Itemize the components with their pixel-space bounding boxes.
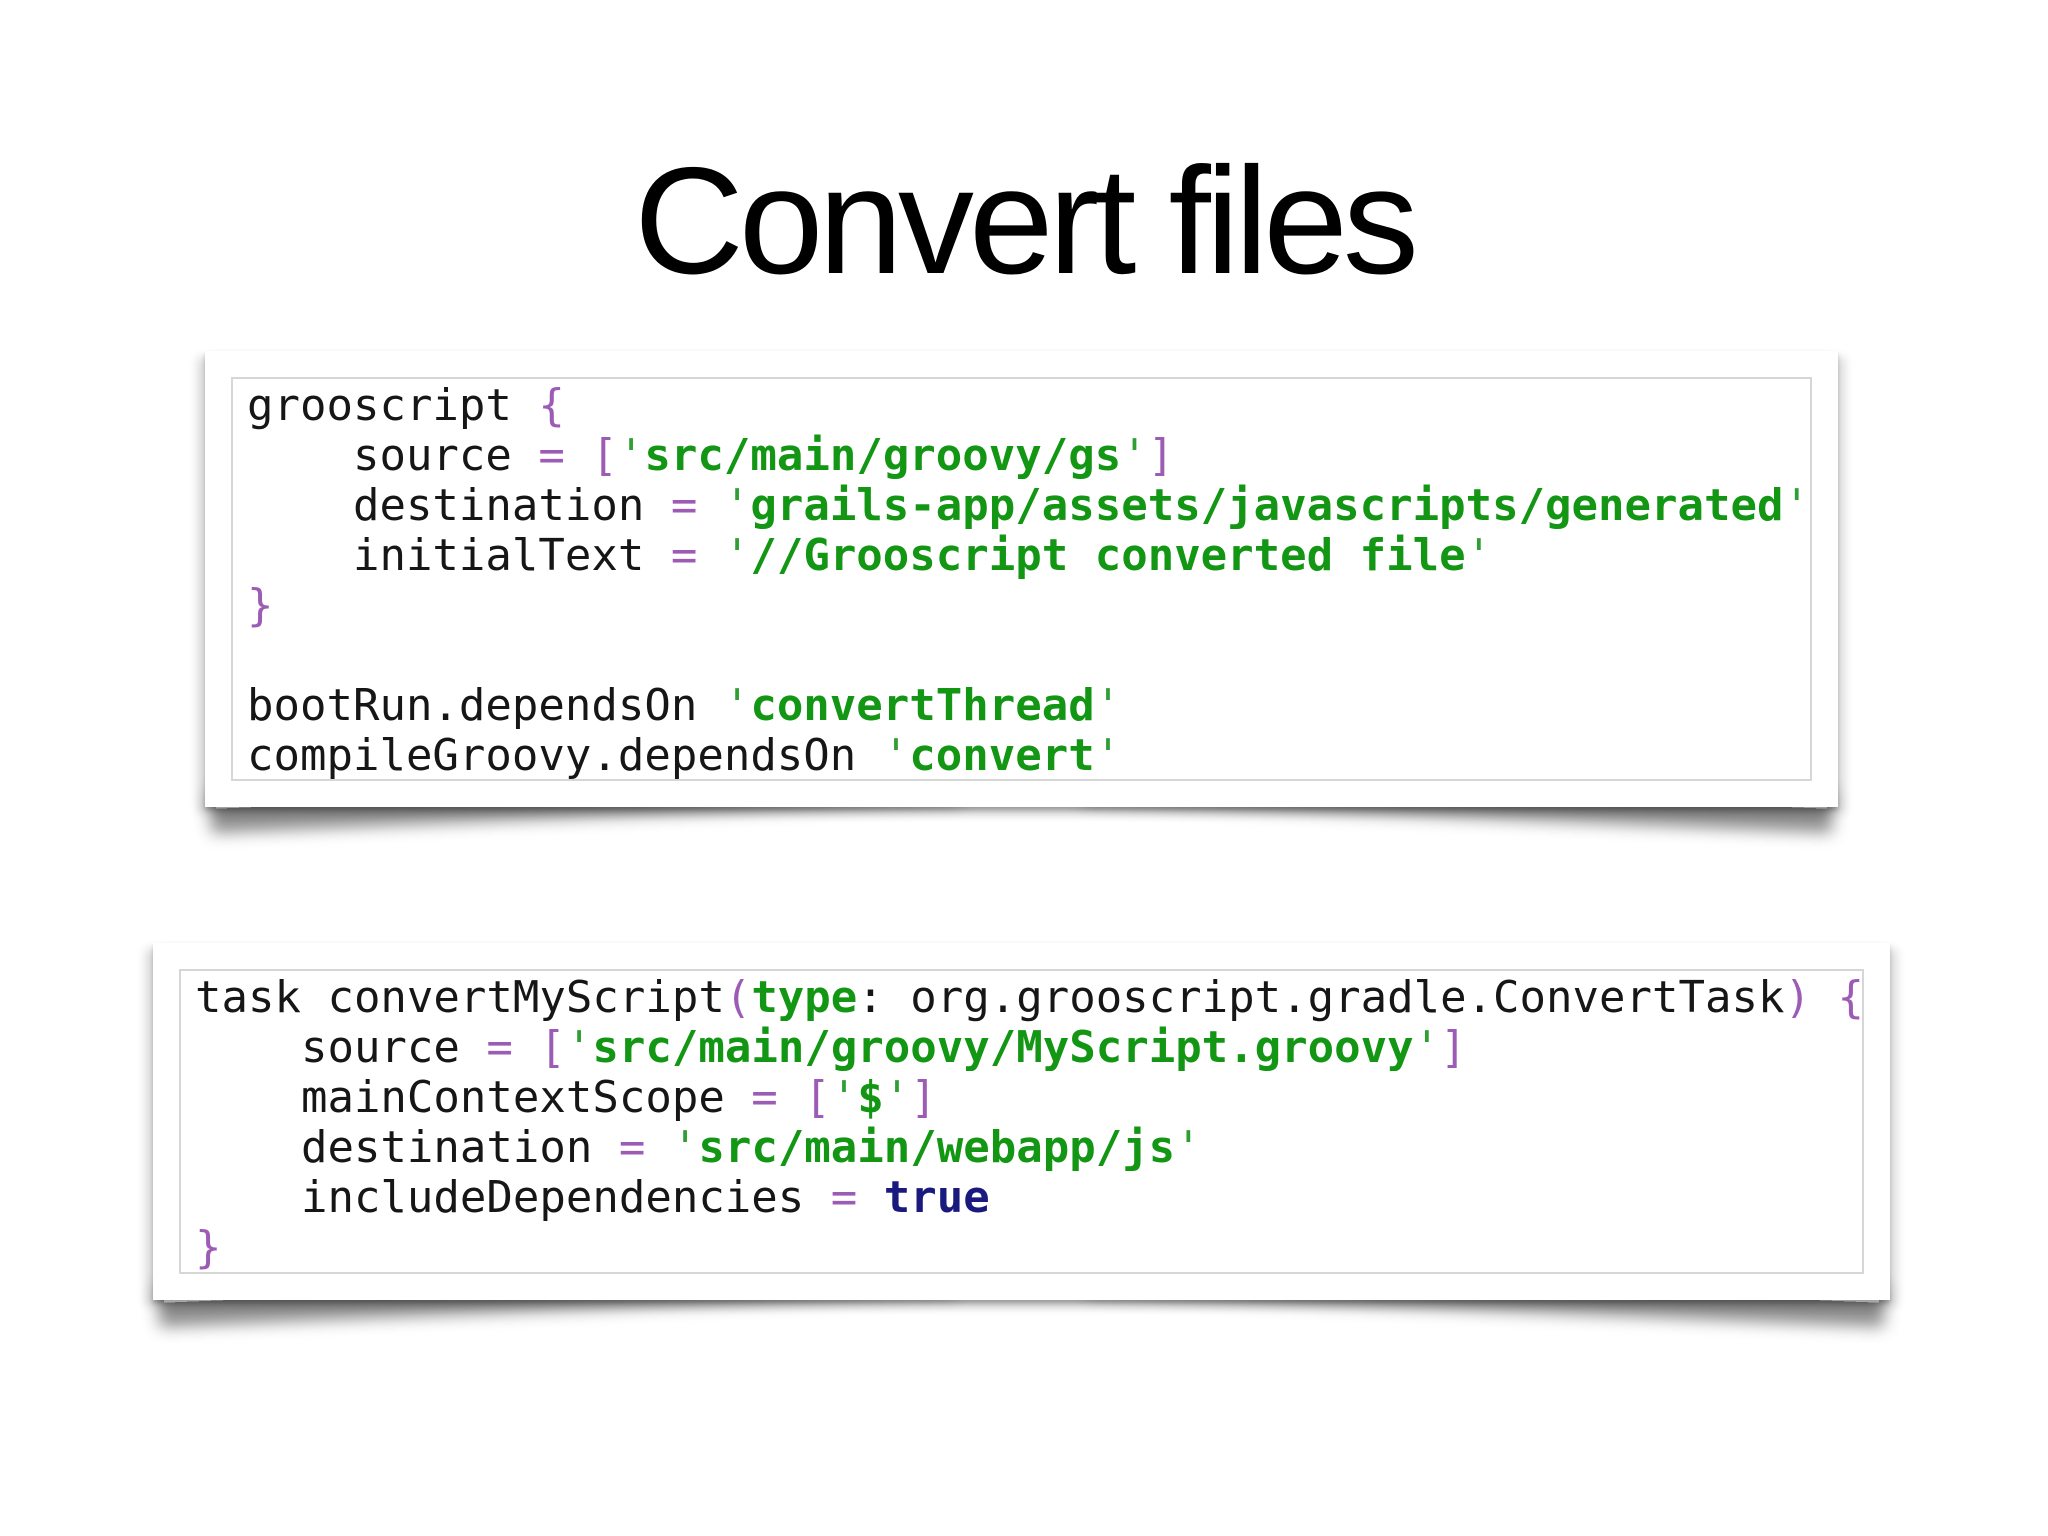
code-segment-strq: ' xyxy=(1413,1022,1441,1073)
code-segment-plain: destination xyxy=(247,480,671,531)
code-segment-sym: = xyxy=(670,530,698,581)
code-line xyxy=(247,631,1796,681)
code-line: grooscript { xyxy=(247,381,1796,431)
code-segment-sym: [ xyxy=(539,1022,566,1073)
code-segment-plain: task convertMyScript xyxy=(195,972,725,1023)
code-segment-strq: ' xyxy=(671,1122,699,1173)
code-segment-sym: ] xyxy=(910,1072,937,1123)
code-line: source = ['src/main/groovy/gs'] xyxy=(247,431,1796,481)
code-segment-strq: ' xyxy=(1783,480,1810,531)
code-segment-str: $ xyxy=(857,1072,884,1123)
code-segment-sym: ) xyxy=(1784,972,1811,1023)
code-segment-sym: = xyxy=(618,1122,646,1173)
code-segment-strq: ' xyxy=(1121,430,1148,481)
code-segment-plain: destination xyxy=(195,1122,619,1173)
code-segment-sym: [ xyxy=(804,1072,831,1123)
code-line: source = ['src/main/groovy/MyScript.groo… xyxy=(195,1023,1848,1073)
code-segment-kw: type xyxy=(751,972,858,1023)
code-line: mainContextScope = ['$'] xyxy=(195,1073,1848,1123)
code-segment-plain: grooscript xyxy=(247,380,539,431)
code-block-convert-task: task convertMyScript(type: org.grooscrip… xyxy=(179,969,1864,1274)
code-segment-sym: = xyxy=(670,480,698,531)
code-segment-strq: ' xyxy=(723,480,751,531)
code-segment-str: src/main/groovy/MyScript.groovy xyxy=(592,1022,1414,1073)
code-segment-strq: ' xyxy=(723,530,751,581)
code-segment-sym: [ xyxy=(591,430,618,481)
code-segment-strq: ' xyxy=(565,1022,593,1073)
code-segment-plain xyxy=(697,530,724,581)
code-segment-sym: } xyxy=(195,1222,222,1273)
code-segment-str: convert xyxy=(909,730,1095,781)
code-segment-plain xyxy=(778,1072,805,1123)
code-segment-sym: = xyxy=(538,430,565,481)
code-segment-plain xyxy=(645,1122,672,1173)
code-segment-sym: = xyxy=(751,1072,778,1123)
code-segment-sym: ( xyxy=(724,972,752,1023)
code-segment-plain: source xyxy=(195,1022,487,1073)
code-segment-plain: compileGroovy.dependsOn xyxy=(247,730,883,781)
code-card-grooscript-config: grooscript { source = ['src/main/groovy/… xyxy=(205,351,1838,807)
code-line: destination = 'grails-app/assets/javascr… xyxy=(247,480,1810,531)
code-segment-plain xyxy=(565,430,592,481)
code-segment-sym: ] xyxy=(1440,1022,1467,1073)
code-segment-strq: ' xyxy=(883,1072,911,1123)
code-segment-str: grails-app/assets/javascripts/generated xyxy=(750,480,1784,531)
code-segment-strq: ' xyxy=(723,680,751,731)
code-card-convert-task: task convertMyScript(type: org.grooscrip… xyxy=(153,943,1890,1300)
code-line: compileGroovy.dependsOn 'convert' xyxy=(247,730,1796,781)
code-segment-plain xyxy=(513,1022,540,1073)
code-line: bootRun.dependsOn 'convertThread' xyxy=(247,681,1796,731)
code-segment-plain: mainContextScope xyxy=(195,1072,752,1123)
code-segment-plain xyxy=(1811,972,1838,1023)
code-segment-strq: ' xyxy=(882,730,910,781)
code-segment-sym: = xyxy=(486,1022,513,1073)
code-segment-plain: source xyxy=(247,430,539,481)
code-line: initialText = '//Grooscript converted fi… xyxy=(247,531,1796,581)
code-segment-sym: } xyxy=(247,580,274,631)
code-segment-sym: { xyxy=(538,380,565,431)
code-line: } xyxy=(247,581,1796,631)
code-segment-strq: ' xyxy=(1094,730,1122,781)
code-segment-plain: initialText xyxy=(247,530,671,581)
code-segment-plain: : org.grooscript.gradle.ConvertTask xyxy=(857,972,1785,1023)
code-segment-plain: includeDependencies xyxy=(195,1172,831,1223)
page-title: Convert files xyxy=(634,136,1419,306)
code-line: } xyxy=(195,1223,1848,1273)
code-segment-strq: ' xyxy=(1175,1122,1202,1173)
code-segment-strq: ' xyxy=(1465,530,1493,581)
code-block-grooscript-config: grooscript { source = ['src/main/groovy/… xyxy=(231,377,1812,781)
code-line: destination = 'src/main/webapp/js' xyxy=(195,1123,1848,1173)
code-segment-sym: = xyxy=(830,1172,858,1223)
code-segment-strq: ' xyxy=(830,1072,858,1123)
code-segment-str: src/main/webapp/js xyxy=(698,1122,1176,1173)
code-segment-sym: { xyxy=(1837,972,1864,1023)
code-segment-str: src/main/groovy/gs xyxy=(644,430,1122,481)
code-segment-str: //Grooscript converted file xyxy=(750,530,1466,581)
code-segment-bool: true xyxy=(883,1172,990,1223)
code-line: task convertMyScript(type: org.grooscrip… xyxy=(195,972,1862,1023)
code-segment-plain xyxy=(857,1172,884,1223)
code-line: includeDependencies = true xyxy=(195,1173,1848,1223)
code-segment-str: convertThread xyxy=(750,680,1095,731)
code-segment-strq: ' xyxy=(617,430,645,481)
code-segment-strq: ' xyxy=(1094,680,1122,731)
code-segment-sym: ] xyxy=(1147,430,1175,481)
code-segment-plain: bootRun.dependsOn xyxy=(247,680,724,731)
code-segment-plain xyxy=(697,480,724,531)
